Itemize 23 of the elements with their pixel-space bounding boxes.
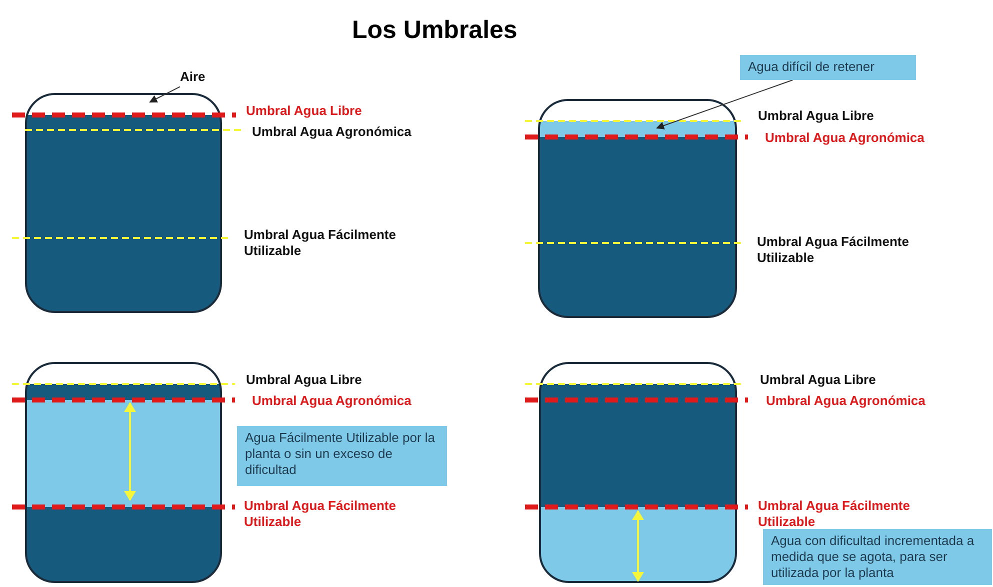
title: Los Umbrales [352, 15, 518, 46]
leader-arrow [656, 80, 794, 130]
leader-arrow [149, 86, 180, 102]
threshold-label: Umbral Agua Libre [246, 372, 362, 388]
soil-tank-drawing [25, 362, 222, 583]
soil-tank-drawing [538, 99, 737, 318]
threshold-label: Umbral Agua Libre [760, 372, 876, 388]
callout-box: Agua Fácilmente Utilizable por la planta o sin un exceso de dificultad [237, 426, 447, 486]
threshold-label: Umbral Agua Libre [758, 108, 874, 124]
threshold-label: Umbral Agua Agronómica [765, 130, 924, 146]
soil-tank-drawing [539, 362, 737, 583]
callout-box: Agua difícil de retener [740, 55, 916, 80]
soil-tank-drawing [25, 93, 222, 313]
threshold-label: Umbral Agua Fácilmente Utilizable [757, 234, 910, 266]
callout-text: Aire [180, 69, 214, 87]
threshold-label: Umbral Agua Fácilmente Utilizable [244, 498, 397, 530]
threshold-label: Umbral Agua Agronómica [252, 393, 412, 409]
threshold-label: Umbral Agua Fácilmente Utilizable [244, 227, 397, 259]
threshold-label: Umbral Agua Agronómica [766, 393, 926, 409]
callout-box: Agua con dificultad incrementada a medida que se agota, para ser utilizada por la planta [763, 529, 992, 585]
threshold-label: Umbral Agua Agronómica [252, 124, 412, 140]
threshold-label: Umbral Agua Fácilmente Utilizable [758, 498, 911, 530]
threshold-label: Umbral Agua Libre [246, 103, 362, 119]
